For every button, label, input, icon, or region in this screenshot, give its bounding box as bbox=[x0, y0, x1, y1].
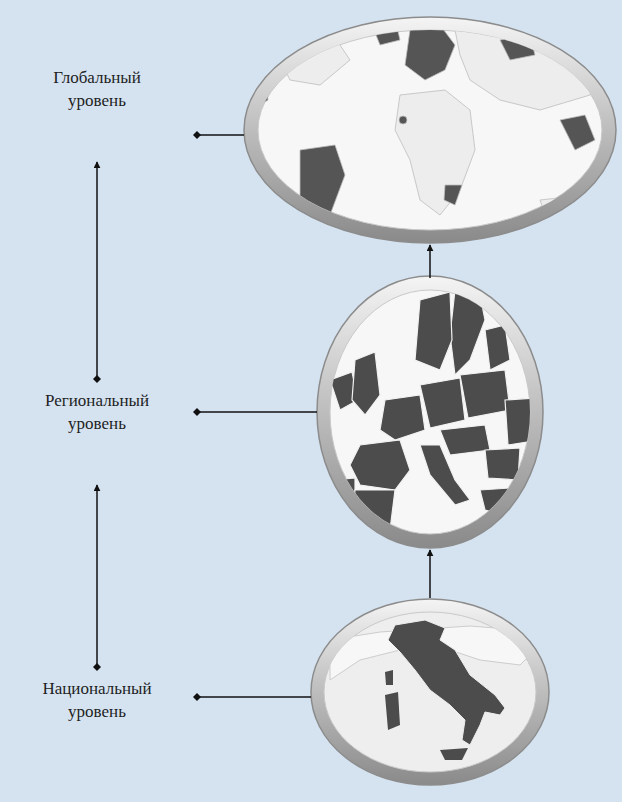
level-arrow bbox=[96, 485, 98, 667]
level-label: Глобальный уровень bbox=[32, 66, 162, 112]
leader-line bbox=[197, 696, 311, 698]
level-name: Региональный уровень bbox=[32, 389, 162, 435]
level-label: Национальный уровень bbox=[32, 677, 162, 723]
level-name: Глобальный уровень bbox=[32, 66, 162, 112]
global-map bbox=[244, 17, 616, 243]
oval-arrow bbox=[429, 245, 431, 278]
level-arrow bbox=[96, 162, 98, 379]
level-name: Национальный уровень bbox=[32, 677, 162, 723]
regional-map bbox=[317, 276, 543, 548]
national-map bbox=[311, 599, 549, 785]
level-label: Региональный уровень bbox=[32, 389, 162, 435]
leader-line bbox=[197, 134, 244, 136]
oval-arrow bbox=[429, 550, 431, 598]
leader-line bbox=[197, 411, 317, 413]
